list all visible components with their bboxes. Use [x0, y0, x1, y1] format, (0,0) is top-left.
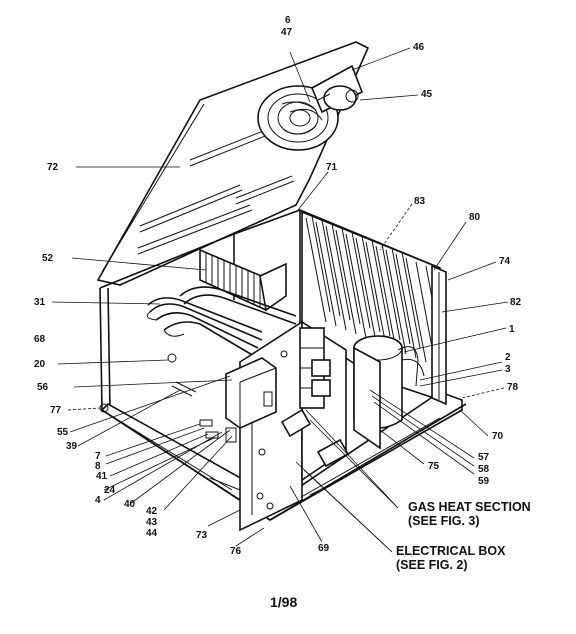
inducer-blower: [225, 357, 277, 429]
gas-heat-section-callout: GAS HEAT SECTION (SEE FIG. 3): [408, 500, 531, 528]
page-code: 1/98: [270, 594, 298, 610]
label-44: 44: [146, 528, 158, 539]
electrical-box-title: ELECTRICAL BOX: [396, 544, 506, 558]
control-panel: [239, 320, 350, 532]
partition-panel: [353, 346, 381, 450]
label-59: 59: [478, 476, 490, 487]
label-20: 20: [34, 359, 46, 370]
label-78: 78: [507, 382, 519, 393]
label-72: 72: [47, 162, 59, 173]
condenser-fan-assembly: [257, 64, 364, 151]
label-47: 47: [281, 27, 293, 38]
label-83: 83: [414, 196, 426, 207]
label-75: 75: [428, 461, 440, 472]
label-3: 3: [505, 364, 511, 375]
leader-lines: [51, 47, 509, 553]
condenser-coil: [301, 210, 447, 406]
label-8: 8: [95, 461, 101, 472]
label-31: 31: [34, 297, 46, 308]
label-80: 80: [469, 212, 481, 223]
label-82: 82: [510, 297, 522, 308]
gas-heat-section-ref: (SEE FIG. 3): [408, 514, 480, 528]
label-6: 6: [285, 15, 291, 26]
label-77: 77: [50, 405, 62, 416]
label-70: 70: [492, 431, 504, 442]
electrical-box-ref: (SEE FIG. 2): [396, 558, 468, 572]
label-56: 56: [37, 382, 49, 393]
label-41: 41: [96, 471, 108, 482]
electrical-box-callout: ELECTRICAL BOX (SEE FIG. 2): [396, 544, 506, 572]
label-24: 24: [104, 485, 116, 496]
label-2: 2: [505, 352, 511, 363]
label-45: 45: [421, 89, 433, 100]
label-69: 69: [318, 543, 330, 554]
label-58: 58: [478, 464, 490, 475]
label-74: 74: [499, 256, 511, 267]
label-46: 46: [413, 42, 425, 53]
heat-exchanger-tubes: [146, 286, 297, 357]
label-76: 76: [230, 546, 242, 557]
label-73: 73: [196, 530, 208, 541]
label-4: 4: [95, 495, 101, 506]
label-57: 57: [478, 452, 490, 463]
evaporator-coil: [199, 248, 287, 312]
label-68: 68: [34, 334, 46, 345]
label-52: 52: [42, 253, 54, 264]
label-40: 40: [124, 499, 136, 510]
label-1: 1: [509, 324, 515, 335]
label-39: 39: [66, 441, 78, 452]
label-55: 55: [57, 427, 69, 438]
label-43: 43: [146, 517, 158, 528]
label-7: 7: [95, 451, 101, 462]
gas-heat-section-title: GAS HEAT SECTION: [408, 500, 531, 514]
label-71: 71: [326, 162, 338, 173]
label-42: 42: [146, 506, 158, 517]
